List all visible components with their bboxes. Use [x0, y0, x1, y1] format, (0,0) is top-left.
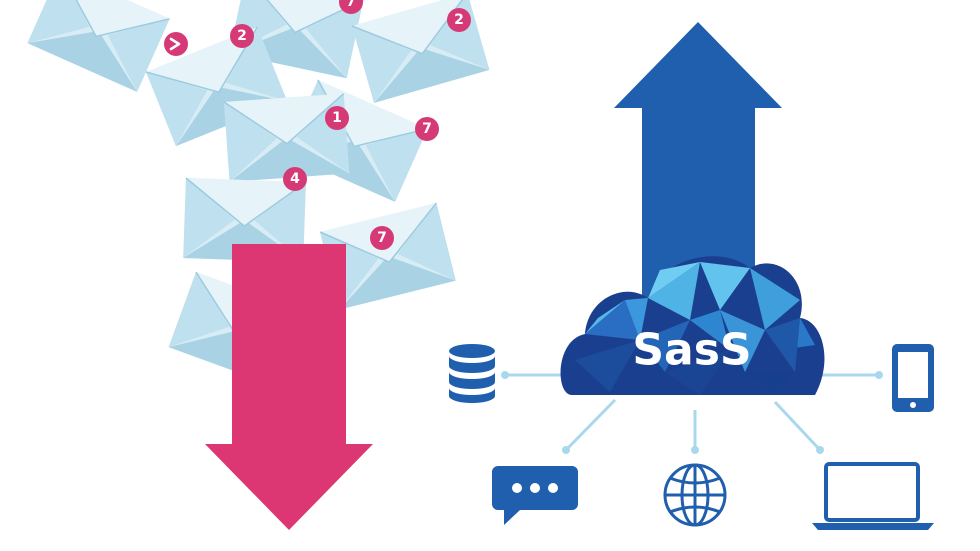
envelope-icon [26, 0, 171, 93]
globe-icon [663, 463, 727, 527]
notification-badge: 7 [370, 226, 394, 250]
notification-badge: 2 [447, 8, 471, 32]
laptop-icon [812, 462, 934, 530]
cloud-icon: SasS [560, 256, 825, 395]
envelope-cluster: 2 7 2 1 7 4 7 [26, 0, 491, 389]
notification-badge: 2 [230, 24, 254, 48]
notification-badge [164, 32, 188, 56]
down-arrow-icon [205, 244, 373, 530]
smartphone-icon [892, 344, 934, 412]
notification-badge: 1 [325, 106, 349, 130]
badge-count: 2 [237, 28, 247, 44]
connector-lines [501, 371, 883, 454]
badge-count: 7 [422, 121, 432, 137]
notification-badge: 7 [415, 117, 439, 141]
badge-count: 1 [332, 110, 342, 126]
database-icon [449, 344, 495, 403]
notification-badge: 7 [339, 0, 363, 14]
up-arrow-icon [614, 22, 782, 312]
envelope-icon [223, 92, 351, 183]
badge-count: 7 [377, 230, 387, 246]
notification-badge: 4 [283, 167, 307, 191]
badge-count: 2 [454, 12, 464, 28]
cloud-label: SasS [632, 325, 751, 376]
badge-count: 7 [346, 0, 356, 10]
chat-bubble-icon [492, 466, 578, 525]
badge-count: 4 [290, 171, 300, 187]
